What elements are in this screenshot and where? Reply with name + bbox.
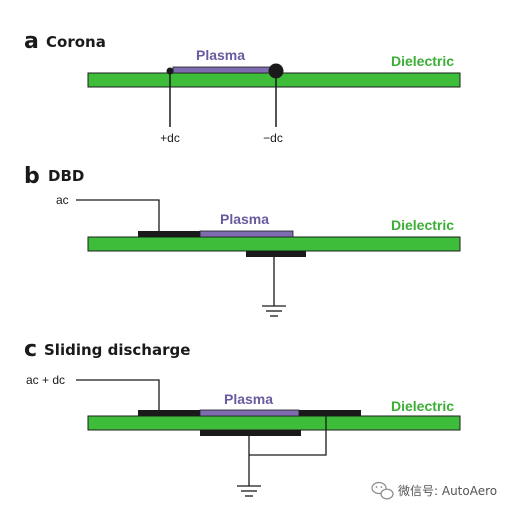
- panel-c-right-electrode: [299, 410, 361, 416]
- panel-c-bridge-wire: [249, 416, 327, 456]
- panel-b-encapsulated-electrode: [246, 251, 306, 257]
- panel-c-plasma-region: [199, 409, 300, 417]
- panel-a-positive-dc-label: +dc: [160, 131, 180, 145]
- panel-a-negative-dc-label: −dc: [263, 131, 283, 145]
- panel-a-letter: a: [24, 29, 39, 54]
- watermark: 微信号: AutoAero: [371, 481, 497, 500]
- panel-c-dielectric-label: Dielectric: [391, 398, 454, 414]
- panel-b-ac-label: ac: [56, 193, 69, 207]
- panel-a-plasma-region: [172, 66, 274, 74]
- panel-b-ground-icon: [262, 305, 286, 317]
- panel-b-letter: b: [24, 164, 40, 189]
- panel-b-dielectric-label: Dielectric: [391, 217, 454, 233]
- panel-c-plasma-label: Plasma: [224, 391, 273, 407]
- wechat-icon: [371, 481, 394, 500]
- panel-b-dielectric-slab: [87, 236, 461, 252]
- panel-b-exposed-electrode: [138, 231, 200, 237]
- watermark-text: 微信号: AutoAero: [398, 484, 497, 498]
- panel-c-title: Sliding discharge: [44, 341, 190, 359]
- panel-b-title: DBD: [48, 167, 84, 185]
- panel-b-plasma-label: Plasma: [220, 211, 269, 227]
- panel-c-ground-icon: [237, 485, 261, 497]
- panel-b-ac-wire: [76, 199, 160, 231]
- panel-a-title: Corona: [46, 33, 106, 51]
- panel-c-sliding-discharge: c Sliding discharge ac + dc Plasma Diele…: [24, 337, 461, 497]
- panel-a-corona: a Corona Plasma Dielectric +dc −dc: [24, 29, 461, 145]
- panel-c-letter: c: [24, 337, 37, 362]
- panel-c-acdc-wire: [76, 379, 160, 410]
- panel-c-encapsulated-electrode: [200, 430, 301, 436]
- panel-a-dielectric-label: Dielectric: [391, 53, 454, 69]
- panel-b-dbd: b DBD ac Plasma Dielectric: [24, 164, 461, 317]
- panel-c-dielectric-slab: [87, 415, 461, 431]
- panel-a-plasma-label: Plasma: [196, 47, 245, 63]
- panel-c-acdc-label: ac + dc: [26, 373, 65, 387]
- panel-c-left-electrode: [138, 410, 200, 416]
- panel-b-plasma-region: [199, 230, 294, 238]
